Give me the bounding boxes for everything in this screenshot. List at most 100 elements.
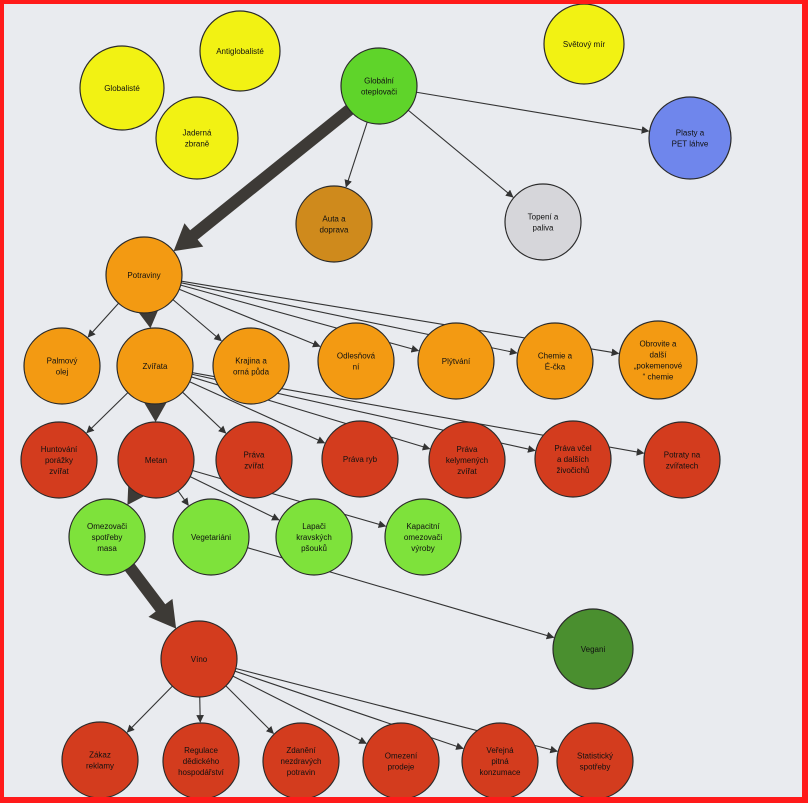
node-circle-omezovaci-masa <box>68 498 146 576</box>
node-label-metan: Metan <box>145 456 167 465</box>
node-label-prava-ryb: Práva ryb <box>343 455 378 464</box>
node-label-jaderna: zbraně <box>185 140 210 149</box>
arrow-zvirata-to-prava-ryb <box>189 381 326 444</box>
node-label-palmovy: Palmový <box>47 357 78 366</box>
node-circle-metan <box>117 421 195 499</box>
node-label-odlesnovani: ní <box>353 363 360 372</box>
node-circle-omezeni-prodeje <box>362 722 440 797</box>
node-circle-huntovani <box>20 421 98 499</box>
node-label-regulace: dědického <box>183 757 220 766</box>
node-auta: Auta a doprava <box>295 185 373 263</box>
node-label-zdaneni: potravin <box>287 768 315 777</box>
arrow-vino-to-omezeni-prodeje <box>232 675 367 744</box>
node-label-verejne-pitne: konzumace <box>480 768 521 777</box>
node-label-verejne-pitne: pitná <box>491 757 509 766</box>
node-odlesnovani: Odlesňová ní <box>317 322 395 400</box>
node-label-topeni: paliva <box>533 224 554 233</box>
node-label-potraviny: Potraviny <box>127 271 160 280</box>
node-zvirata: Zvířata <box>116 327 194 405</box>
node-circle-potraty <box>643 421 721 499</box>
node-regulace: Regulace dědického hospodářství <box>162 722 240 797</box>
node-label-krajina: Krajina a <box>235 357 267 366</box>
node-label-chemie: Chemie a <box>538 352 573 361</box>
node-circle-topeni <box>504 183 582 261</box>
node-label-statisticky: spotřeby <box>580 763 611 772</box>
node-label-plytvani: Plýtvání <box>442 357 471 366</box>
node-label-potraty: Potraty na <box>664 451 701 460</box>
node-label-globalni-oteplovaci: Globální <box>364 77 395 86</box>
node-label-verejne-pitne: Veřejná <box>486 746 514 755</box>
node-circle-zdaneni <box>262 722 340 797</box>
node-krajina: Krajina a orná půda <box>212 327 290 405</box>
node-label-svetovy-mir: Světový mír <box>563 40 606 49</box>
node-circle-zakaz-reklamy <box>61 721 139 797</box>
node-circle-globaliste <box>79 45 165 131</box>
node-jaderna: Jaderná zbraně <box>155 96 239 180</box>
node-circle-svetovy-mir <box>543 4 625 85</box>
node-label-vegani: Vegani <box>581 645 606 654</box>
node-circle-prava-vcel <box>534 420 612 498</box>
node-zdaneni: Zdanění nezdravých potravin <box>262 722 340 797</box>
node-verejne-pitne: Veřejná pitná konzumace <box>461 722 539 797</box>
node-vegetariani: Vegetariáni <box>172 498 250 576</box>
node-circle-palmovy <box>23 327 101 405</box>
node-label-omezovaci-masa: Omezovači <box>87 522 127 531</box>
node-label-auta: doprava <box>320 226 349 235</box>
node-vino: Víno <box>160 620 238 698</box>
node-label-huntovani: zvířat <box>49 467 69 476</box>
node-label-zdaneni: Zdanění <box>286 746 316 755</box>
node-circle-auta <box>295 185 373 263</box>
arrow-globalni-oteplovaci-to-auta <box>344 121 368 188</box>
node-label-kapacitni: omezovači <box>404 533 442 542</box>
node-label-auta: Auta a <box>322 215 346 224</box>
node-label-globaliste: Globalisté <box>104 84 140 93</box>
node-label-regulace: Regulace <box>184 746 218 755</box>
node-circle-statisticky <box>556 722 634 797</box>
node-circle-jaderna <box>155 96 239 180</box>
node-label-huntovani: Huntování <box>41 445 78 454</box>
arrow-potraviny-to-krajina <box>172 299 222 342</box>
node-label-odlesnovani: Odlesňová <box>337 352 376 361</box>
arrow-zvirata-to-huntovani <box>86 392 129 434</box>
node-label-lapaci: kravských <box>296 533 332 542</box>
node-label-prava-vcel: živočichů <box>557 466 590 475</box>
arrow-zvirata-to-prava-zvirat <box>182 391 227 434</box>
mind-map-diagram: GlobalistéAntiglobalistéJadernázbraněSvě… <box>20 4 732 797</box>
node-label-jaderna: Jaderná <box>183 129 212 138</box>
node-label-prava-kelymenych: zvířat <box>457 467 477 476</box>
node-label-obrovite: další <box>650 351 668 360</box>
node-label-plasty: PET láhve <box>672 140 709 149</box>
node-label-krajina: orná půda <box>233 368 270 377</box>
node-circle-prava-zvirat <box>215 421 293 499</box>
arrow-vino-to-zakaz-reklamy <box>126 685 173 733</box>
arrow-globalni-oteplovaci-to-topeni <box>407 109 514 198</box>
node-circle-antiglobaliste <box>199 10 281 92</box>
node-label-prava-zvirat: Práva <box>244 451 265 460</box>
arrow-potraviny-to-palmovy <box>87 302 119 338</box>
node-circle-vegani <box>552 608 634 690</box>
node-circle-vegetariani <box>172 498 250 576</box>
node-label-regulace: hospodářství <box>178 768 225 777</box>
arrow-potraviny-to-odlesnovani <box>179 288 321 348</box>
node-circle-prava-ryb <box>321 420 399 498</box>
node-label-zdaneni: nezdravých <box>281 757 322 766</box>
node-circle-potraviny <box>105 236 183 314</box>
node-label-vegetariani: Vegetariáni <box>191 533 231 542</box>
node-label-prava-kelymenych: kelymených <box>446 456 488 465</box>
node-label-omezovaci-masa: masa <box>97 544 117 553</box>
node-label-potraty: zvířatech <box>666 462 698 471</box>
node-label-obrovite: „pokemenové <box>634 362 683 371</box>
